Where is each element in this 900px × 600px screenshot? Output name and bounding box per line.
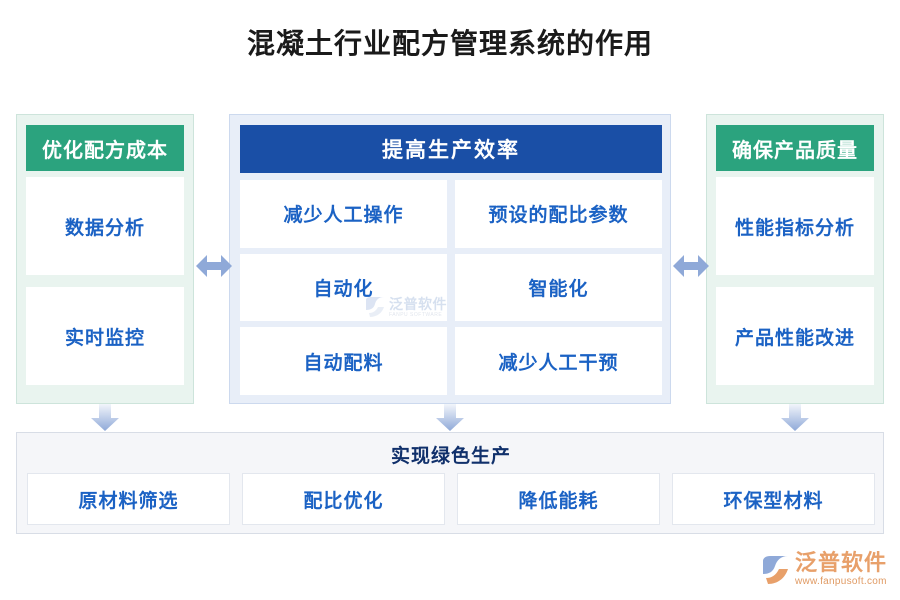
panel-header-improve-efficiency: 提高生产效率: [240, 125, 662, 173]
center-card-grid: 减少人工操作 预设的配比参数 自动化 智能化 自动配料 减少人工干预: [240, 180, 662, 395]
panel-header-green-production: 实现绿色生产: [390, 446, 511, 467]
down-arrow-icon-2: [435, 404, 465, 432]
card-center-6[interactable]: 减少人工干预: [455, 327, 662, 395]
brand-logo-url: www.fanpusoft.com: [795, 576, 887, 587]
card-center-4[interactable]: 智能化: [455, 253, 662, 322]
double-arrow-left-icon: [196, 252, 232, 280]
page-title: 混凝土行业配方管理系统的作用: [246, 29, 653, 60]
card-bottom-1[interactable]: 原材料筛选: [27, 473, 230, 525]
down-arrow-icon-1: [90, 404, 120, 432]
brand-logo-icon: [763, 555, 788, 584]
columns-row: 优化配方成本 数据分析 实时监控 提高生产效率 减少人工操作 预设的配比参数 自…: [0, 114, 900, 404]
card-left-2[interactable]: 实时监控: [26, 287, 184, 385]
panel-optimize-cost: 优化配方成本 数据分析 实时监控: [16, 114, 194, 404]
panel-header-optimize-cost: 优化配方成本: [26, 125, 184, 171]
panel-header-ensure-quality: 确保产品质量: [716, 125, 874, 171]
bottom-card-grid: 原材料筛选 配比优化 降低能耗 环保型材料: [27, 473, 875, 525]
panel-green-production: 实现绿色生产 原材料筛选 配比优化 降低能耗 环保型材料: [16, 432, 884, 534]
card-center-3[interactable]: 自动化: [240, 253, 447, 322]
panel-improve-efficiency: 提高生产效率 减少人工操作 预设的配比参数 自动化 智能化 自动配料 减少人工干…: [229, 114, 671, 404]
down-arrow-icon-3: [780, 404, 810, 432]
brand-logo-name: 泛普软件: [795, 550, 888, 575]
card-bottom-3[interactable]: 降低能耗: [457, 473, 660, 525]
card-bottom-2[interactable]: 配比优化: [242, 473, 445, 525]
card-left-1[interactable]: 数据分析: [26, 177, 184, 275]
double-arrow-right-icon: [673, 252, 709, 280]
card-right-2[interactable]: 产品性能改进: [716, 287, 874, 385]
card-center-2[interactable]: 预设的配比参数: [455, 180, 662, 248]
panel-ensure-quality: 确保产品质量 性能指标分析 产品性能改进: [706, 114, 884, 404]
card-bottom-4[interactable]: 环保型材料: [672, 473, 875, 525]
card-center-1[interactable]: 减少人工操作: [240, 180, 447, 248]
card-right-1[interactable]: 性能指标分析: [716, 177, 874, 275]
card-center-5[interactable]: 自动配料: [240, 327, 447, 395]
brand-logo: 泛普软件 www.fanpusoft.com: [760, 552, 887, 587]
